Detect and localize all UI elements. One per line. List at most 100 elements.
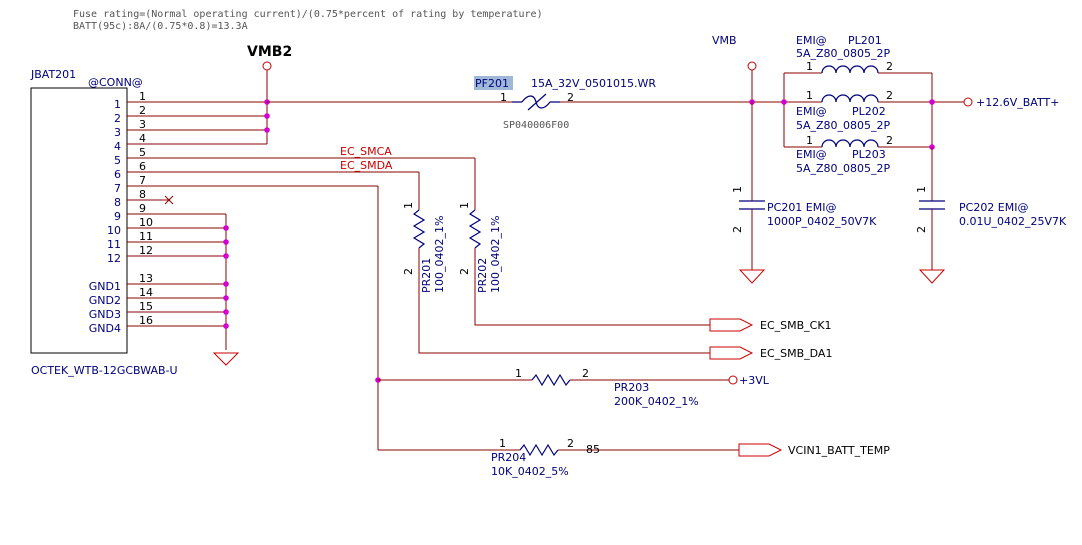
pl201-pin-1: 1 [806,60,813,73]
conn-left-pin-9: 9 [114,210,121,223]
conn-left-pin-gnd3: GND3 [89,308,121,321]
fuse-strike [527,93,547,111]
connector-jbat201[interactable]: JBAT201 @CONN@ OCTEK_WTB-12GCBWAB-U 1 2 … [30,68,178,377]
pin-85-label: 85 [586,443,600,456]
conn-left-pin-10: 10 [107,224,121,237]
fuse-symbol [512,95,560,109]
pl203-coil [821,139,879,148]
conn-left-pin-5: 5 [114,154,121,167]
conn-right-pin-3: 3 [139,118,146,131]
conn-left-pin-gnd4: GND4 [89,322,121,335]
pl202-pin-2: 2 [886,89,893,102]
conn-left-pin-4: 4 [114,140,121,153]
pr204-pin-2: 2 [567,437,574,450]
offpage-arrow [709,318,754,332]
offpage-ec-smb-da1[interactable]: EC_SMB_DA1 [709,346,832,360]
fuse-pf201[interactable]: PF201 15A_32V_0501015.WR 1 2 SP040006F00 [474,76,656,131]
capacitor-pc201[interactable]: 1 2 PC201 EMI@ 1000P_0402_50V7K [731,186,877,233]
vmb-label: VMB [712,34,737,47]
conn-right-pin-1: 1 [139,90,146,103]
gnd-bus-junctions [223,225,229,329]
pc201-pin-2: 2 [731,226,744,233]
vmb2-power-port[interactable] [262,61,272,71]
conn-right-pin-10: 10 [139,216,153,229]
offpage-vcin1-batt-temp-label: VCIN1_BATT_TEMP [788,444,890,457]
connector-body [30,87,128,354]
conn-left-pin-8: 8 [114,196,121,209]
pr201-out-wire [418,248,710,354]
conn-left-pin-11: 11 [107,238,121,251]
no-connect-marker [164,195,174,205]
pc201-ground-symbol [738,269,766,284]
pc202-ref: PC202 EMI@ [959,201,1029,214]
pc202-value: 0.01U_0402_25V7K [959,215,1067,228]
inductor-pl201[interactable]: EMI@ PL201 5A_Z80_0805_2P 1 2 [796,34,893,74]
conn-right-pin-7: 7 [139,174,146,187]
conn-left-pin-gnd1: GND1 [89,280,121,293]
v3vl-power-port[interactable] [728,375,738,385]
conn-right-pin-8: 8 [139,188,146,201]
resistor-pr204[interactable]: 1 2 PR204 10K_0402_5% [491,437,574,478]
connector-pin-wires [127,101,475,327]
conn-left-pin-7: 7 [114,182,121,195]
resistor-pr203[interactable]: 1 2 PR203 200K_0402_1% [515,367,699,408]
pr201-ref: PR201 [420,258,433,293]
pr201-pin-1: 1 [402,202,415,209]
conn-left-pin-gnd2: GND2 [89,294,121,307]
conn-right-pin-5: 5 [139,146,146,159]
resistor-pr201[interactable]: 1 2 PR201 100_0402_1% [402,202,446,293]
vmb2-label: VMB2 [247,44,292,60]
pr202-pin-1: 1 [458,202,471,209]
pc202-ground-symbol [918,269,946,284]
pc202-pin-2: 2 [915,226,928,233]
pr203-value: 200K_0402_1% [614,395,699,408]
connector-ground-symbol [212,352,240,366]
pr202-zigzag [468,209,482,249]
pc201-pin-1: 1 [731,186,744,193]
offpage-ec-smb-ck1[interactable]: EC_SMB_CK1 [709,318,832,332]
resistor-pr202[interactable]: 1 2 PR202 100_0402_1% [458,202,502,293]
fuse-ref-highlight [474,76,513,90]
vmb-power-port[interactable] [747,61,757,71]
conn-left-pin-2: 2 [114,112,121,125]
offpage-arrow [709,346,754,360]
note-fuse-rating: Fuse rating=(Normal operating current)/(… [73,9,543,20]
batt-power-port[interactable] [963,97,973,107]
inductor-network-wires [783,72,964,148]
offpage-ec-smb-ck1-label: EC_SMB_CK1 [760,319,832,332]
conn-right-pin-4: 4 [139,132,146,145]
pr203-pin-1: 1 [515,367,522,380]
net-ec-smca: EC_SMCA [340,145,392,158]
connector-attr: @CONN@ [88,76,143,89]
conn-left-pin-1: 1 [114,98,121,111]
pr202-out-wire [474,248,710,326]
connector-ref: JBAT201 [30,68,76,81]
pc201-value: 1000P_0402_50V7K [767,215,877,228]
fuse-pin-2: 2 [567,91,574,104]
pr202-value: 100_0402_1% [489,216,502,293]
inductor-pl203[interactable]: EMI@ PL203 5A_Z80_0805_2P 1 2 [796,134,893,175]
offpage-vcin1-batt-temp[interactable]: VCIN1_BATT_TEMP [738,443,890,457]
fuse-pin-1: 1 [500,91,507,104]
conn-left-pin-3: 3 [114,126,121,139]
pl202-value: 5A_Z80_0805_2P [796,119,891,132]
inductor-pl202[interactable]: EMI@ PL202 5A_Z80_0805_2P 1 2 [796,89,893,132]
conn-right-pin-2: 2 [139,104,146,117]
pr202-ref: PR202 [476,258,489,293]
pl201-coil [821,65,879,74]
conn-right-pin-13: 13 [139,272,153,285]
v3vl-label: +3VL [739,374,770,387]
pc201-ref: PC201 EMI@ [767,201,837,214]
pl202-ref: PL202 [852,105,886,118]
pl201-ref: PL201 [848,34,882,47]
pr204-ref: PR204 [491,451,526,464]
note-batt-calc: BATT(95c):8A/(0.75*0.8)=13.3A [73,21,248,32]
capacitor-pc202[interactable]: 1 2 PC202 EMI@ 0.01U_0402_25V7K [915,186,1067,233]
pl201-attr: EMI@ [796,34,827,47]
pl201-value: 5A_Z80_0805_2P [796,47,891,60]
pr204-zigzag [519,443,559,457]
conn-right-pin-15: 15 [139,300,153,313]
offpage-ec-smb-da1-label: EC_SMB_DA1 [760,347,832,360]
conn-right-pin-14: 14 [139,286,153,299]
